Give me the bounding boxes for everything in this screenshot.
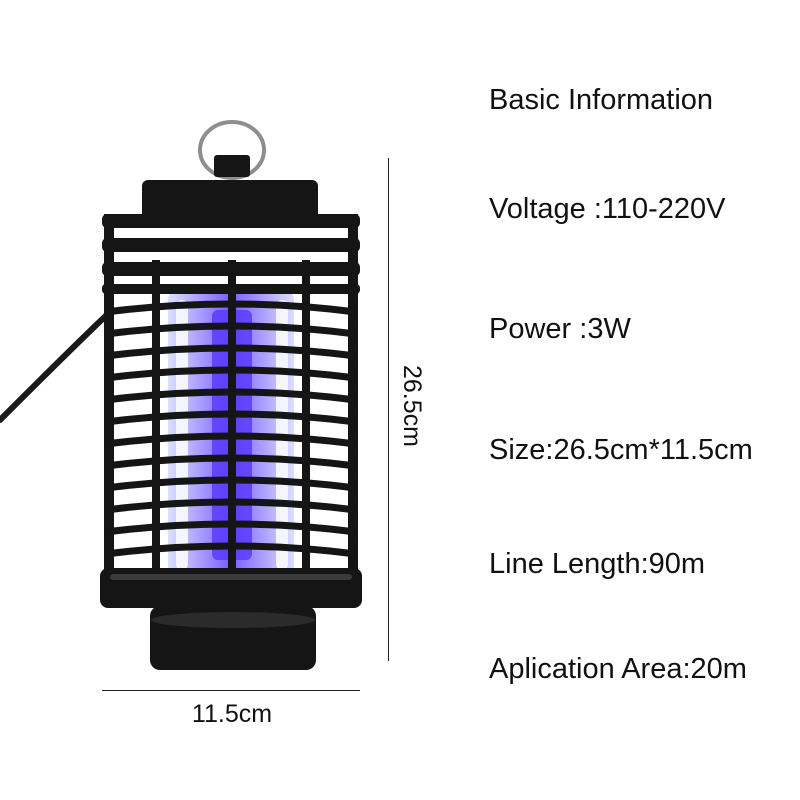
top-band-4 xyxy=(102,284,360,294)
hanging-ring xyxy=(198,120,266,180)
spec-line-length: Line Length:90m xyxy=(489,548,706,580)
spec-voltage: Voltage :110-220V xyxy=(489,193,726,225)
spec-title: Basic Information xyxy=(489,84,714,116)
base-foot-rim xyxy=(151,612,315,628)
spec-power: Power :3W xyxy=(489,313,631,345)
cage-post-right xyxy=(348,214,358,604)
cage-post-mid-left xyxy=(152,260,160,600)
top-cap xyxy=(142,180,318,220)
spec-application-area: Aplication Area:20m xyxy=(489,653,747,685)
top-band-1 xyxy=(102,214,360,228)
width-dimension-label: 11.5cm xyxy=(191,700,273,728)
spec-size: Size:26.5cm*11.5cm xyxy=(489,434,753,466)
base-plate-highlight xyxy=(110,574,352,580)
width-dimension-line xyxy=(102,690,360,691)
cage-post-left xyxy=(104,214,114,604)
top-band-2 xyxy=(102,238,360,252)
cage-post-mid-right xyxy=(302,260,310,600)
ring-mount xyxy=(214,155,250,177)
cage-post-center xyxy=(228,260,236,600)
height-dimension-line xyxy=(388,158,389,661)
power-cord xyxy=(0,307,115,423)
top-band-3 xyxy=(102,262,360,276)
height-dimension-label: 26.5cm xyxy=(398,365,426,447)
cage-rings xyxy=(105,300,357,558)
